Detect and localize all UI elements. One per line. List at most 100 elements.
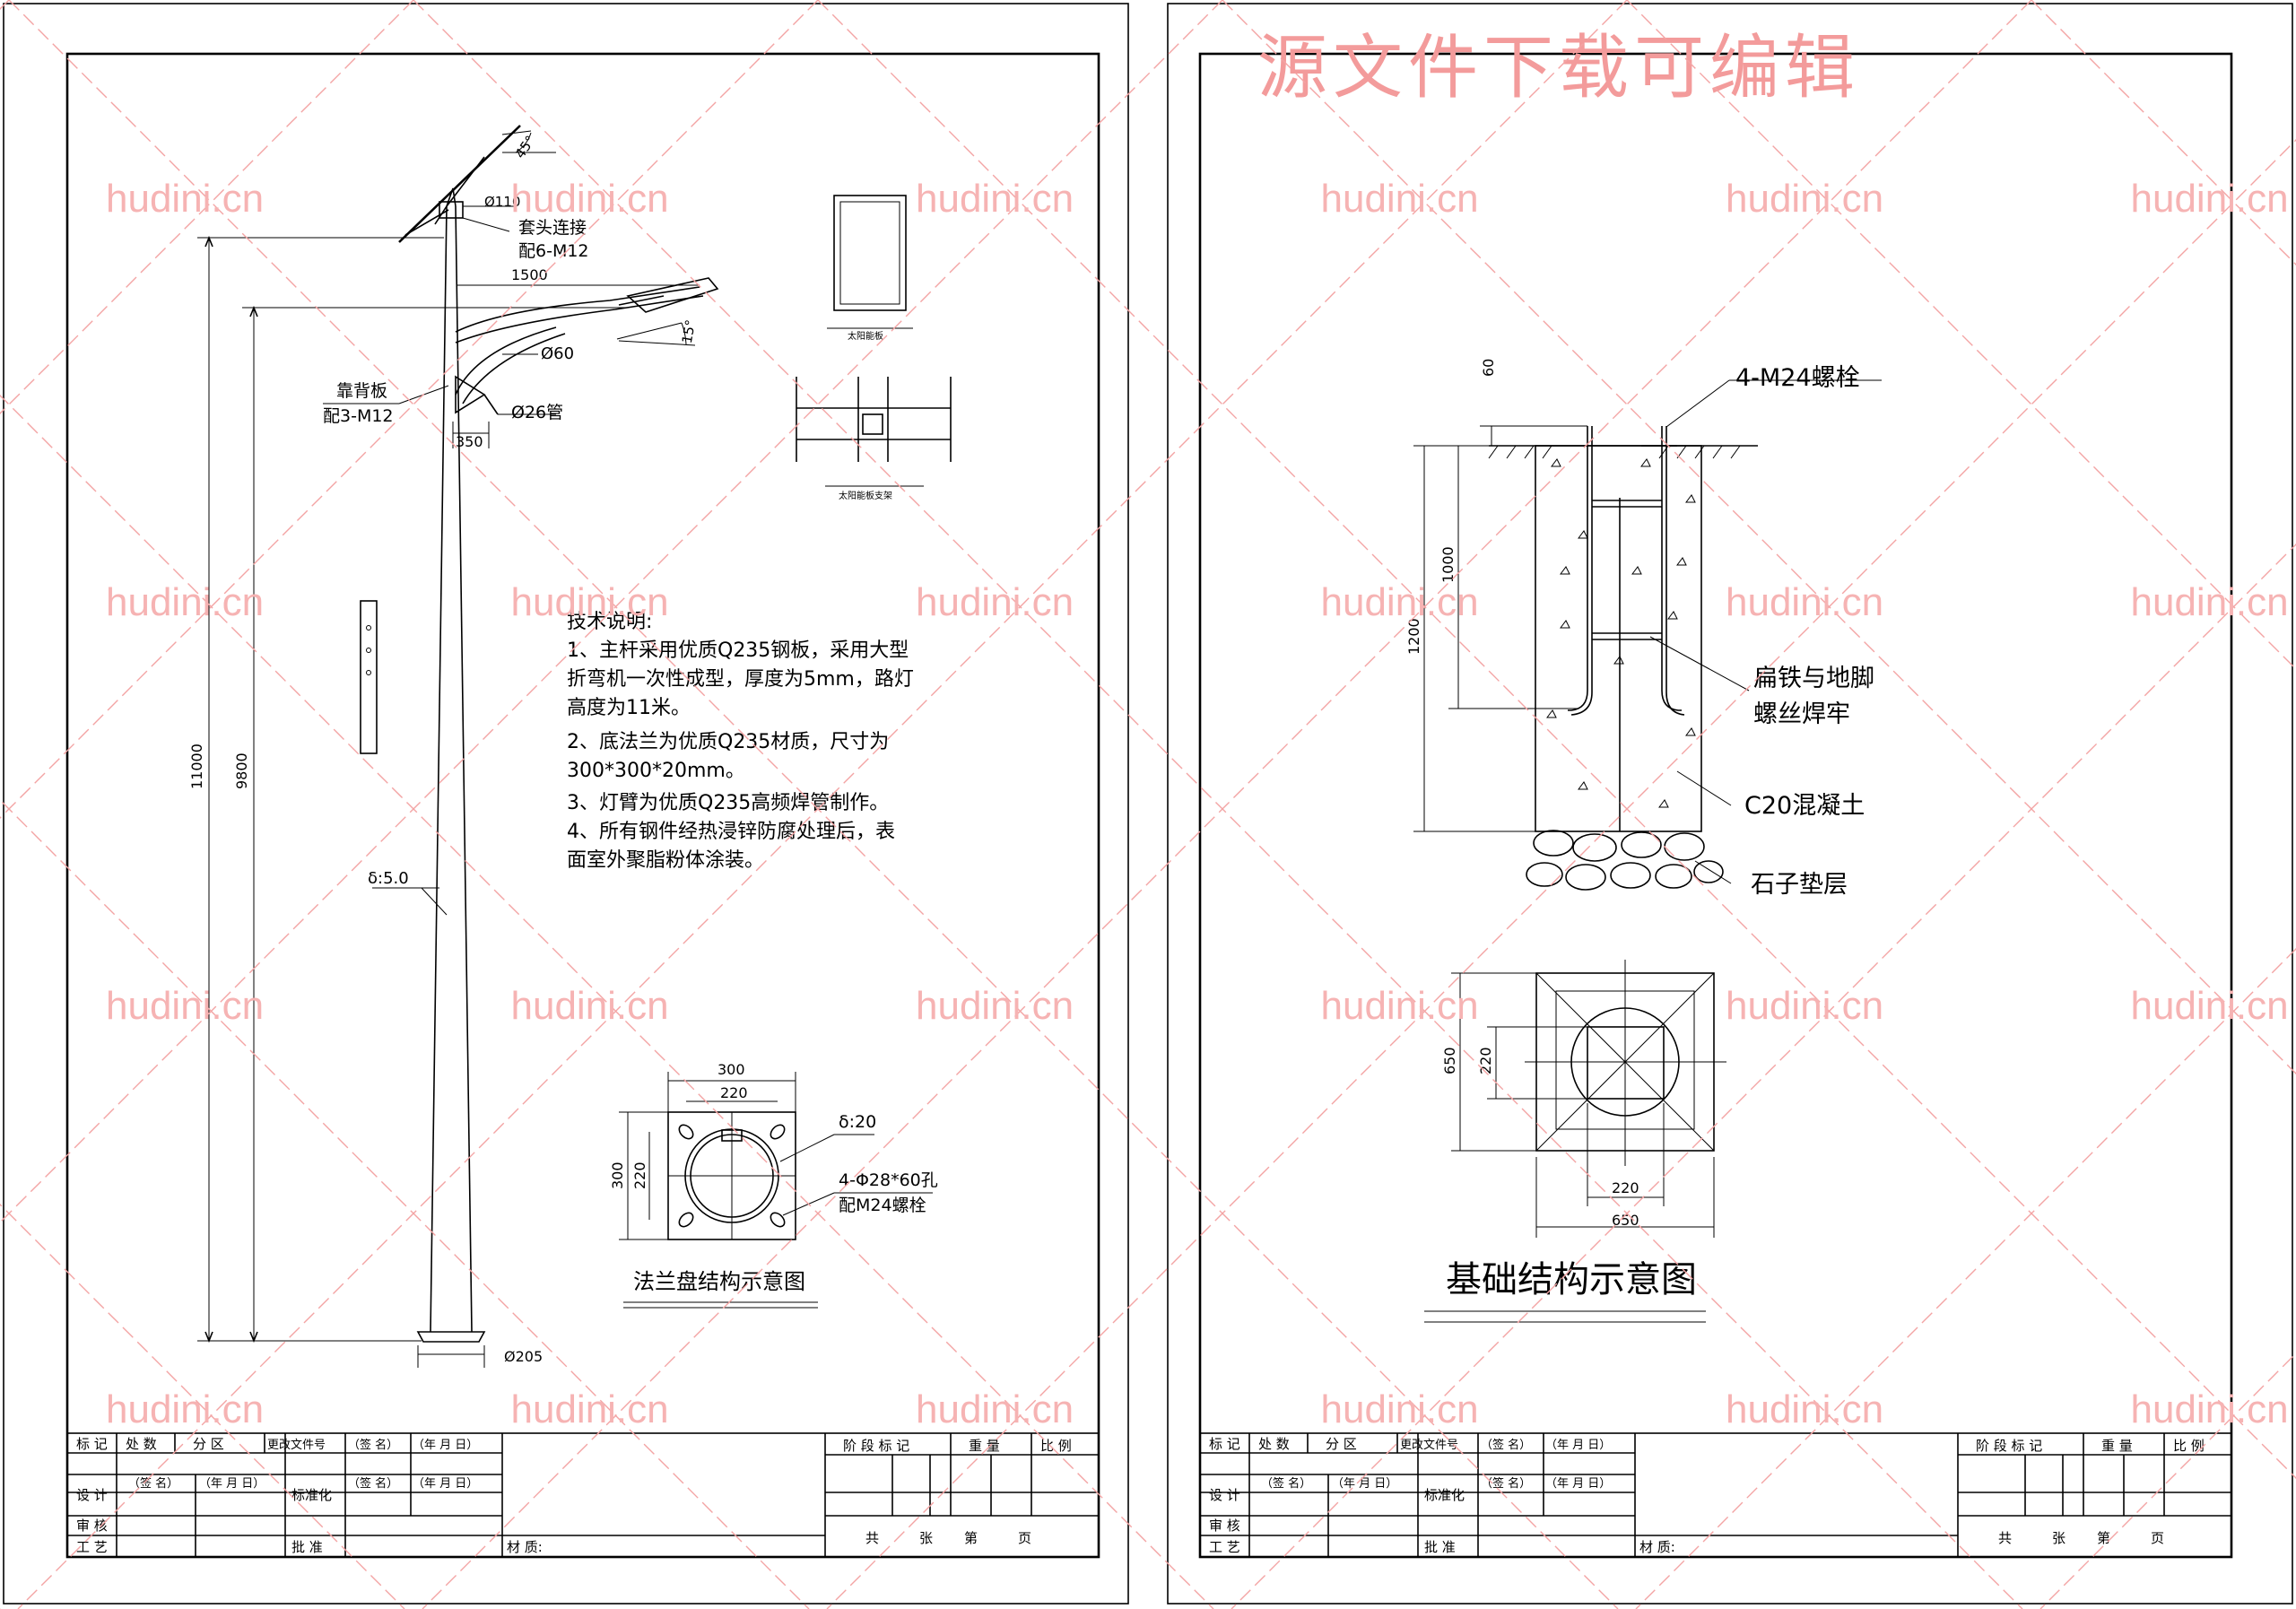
watermark-text: hudini.cn: [106, 580, 264, 624]
watermark-text: hudini.cn: [1726, 984, 1883, 1028]
watermark-text: hudini.cn: [511, 984, 669, 1028]
plan-650-side: 650: [1441, 1047, 1458, 1074]
angle-45-label: 45°: [512, 133, 539, 161]
tb-right-scale: 比 例: [2173, 1438, 2205, 1454]
flange-220-top: 220: [720, 1084, 748, 1101]
tube-label: Ø26管: [511, 403, 563, 422]
watermark-line: [817, 0, 2296, 1479]
watermark-line: [1231, 544, 2296, 1609]
tb-left-design-sign: （签 名）: [128, 1476, 178, 1491]
watermark-line: [1635, 948, 2296, 1609]
flange-caption: 法兰盘结构示意图: [633, 1269, 805, 1294]
plan-220-side: 220: [1477, 1047, 1494, 1074]
dim-1000: 1000: [1439, 546, 1457, 583]
tb-left-stage: 阶 段 标 记: [843, 1438, 909, 1454]
tb-left-date: （年 月 日）: [413, 1439, 478, 1452]
watermark-text: hudini.cn: [1321, 177, 1479, 221]
tb-right-design-date: （年 月 日）: [1332, 1477, 1397, 1491]
tb-right-design: 设 计: [1209, 1487, 1240, 1503]
arm-angle-label: 15°: [679, 318, 699, 344]
tb-left-review: 审 核: [76, 1518, 108, 1534]
watermark-text: hudini.cn: [2131, 1387, 2289, 1431]
offset-350-label: 350: [456, 433, 483, 450]
arm-dia-label: Ø60: [541, 344, 574, 363]
tb-right-stage: 阶 段 标 记: [1976, 1438, 2042, 1454]
dia-110-label: Ø110: [484, 194, 520, 210]
tb-right-standard-sign: （签 名）: [1481, 1476, 1531, 1491]
watermark-line: [17, 0, 1628, 1609]
flange-300-side: 300: [609, 1161, 626, 1189]
tb-left-count: 处 数: [126, 1436, 157, 1452]
tb-left-process: 工 艺: [76, 1539, 108, 1555]
watermark-line: [0, 1204, 405, 1609]
tb-left-weight: 重 量: [969, 1438, 1000, 1454]
watermark-text: hudini.cn: [1321, 1387, 1479, 1431]
weld-label-2: 螺丝焊牢: [1753, 700, 1850, 728]
tb-left-total: 共: [865, 1530, 879, 1546]
tech-note-line-8: 面室外聚脂粉体涂装。: [567, 849, 764, 872]
watermark-line: [422, 0, 2032, 1609]
bracket-label: 太阳能板支架: [839, 490, 892, 501]
tb-left-approve: 批 准: [291, 1539, 323, 1555]
watermark-text: hudini.cn: [1726, 1387, 1883, 1431]
tb-left-design: 设 计: [76, 1487, 108, 1503]
tech-note-line-4: 2、底法兰为优质Q235材质，尺寸为: [567, 731, 889, 753]
watermark-texts: hudini.cn hudini.cn hudini.cn hudini.cn hudi…: [106, 177, 2289, 1431]
tb-left-sign: （签 名）: [348, 1438, 398, 1452]
tb-right-total: 共: [1998, 1530, 2012, 1546]
tb-right-design-sign: （签 名）: [1261, 1476, 1311, 1491]
head-connect-label: 套头连接: [518, 218, 587, 238]
backplate-label: 靠背板: [336, 381, 387, 401]
watermark-text: hudini.cn: [511, 580, 669, 624]
tech-note-line-2: 折弯机一次性成型，厚度为5mm，路灯: [567, 668, 914, 691]
dim-60: 60: [1480, 359, 1497, 377]
watermark-text: hudini.cn: [916, 1387, 1074, 1431]
title-block-left: 标 记 处 数 分 区 更改文件号 （签 名） （年 月 日） 设 计 （签 名…: [66, 1432, 1100, 1558]
tech-notes: 技术说明: 1、主杆采用优质Q235钢板，采用大型 折弯机一次性成型，厚度为5m…: [567, 611, 914, 872]
tb-right-page-no: 第: [2097, 1530, 2110, 1546]
watermark-line: [0, 0, 819, 819]
solar-bracket-view: 太阳能板支架: [796, 377, 952, 501]
wall-label: δ:5.0: [368, 869, 409, 888]
height-arm-label: 9800: [233, 752, 250, 789]
watermark-text: hudini.cn: [106, 177, 264, 221]
arm-length-label: 1500: [511, 266, 548, 283]
watermark-text: hudini.cn: [916, 580, 1074, 624]
watermark-text: hudini.cn: [1726, 177, 1883, 221]
title-watermark: 源文件下载可编辑: [1257, 28, 1860, 109]
tb-right-date: （年 月 日）: [1545, 1439, 1611, 1452]
concrete-label: C20混凝土: [1744, 792, 1865, 820]
watermark-text: hudini.cn: [106, 1387, 264, 1431]
plan-220-bottom: 220: [1612, 1179, 1639, 1196]
tb-right-zone: 分 区: [1326, 1436, 1357, 1452]
gravel-label: 石子垫层: [1751, 871, 1848, 899]
tb-left-standard-date: （年 月 日）: [413, 1477, 478, 1491]
tb-right-change: 更改文件号: [1400, 1439, 1458, 1452]
watermark-text: hudini.cn: [1726, 580, 1883, 624]
foundation-section: 60 1000 1200 4-M24螺栓 扁铁与地脚 螺丝焊牢 C20混凝土 石…: [1405, 359, 1882, 899]
tech-note-line-6: 3、灯臂为优质Q235高频焊管制作。: [567, 792, 889, 814]
watermark-line: [826, 139, 2296, 1609]
solar-panel-view: 太阳能板: [827, 195, 913, 342]
watermark-line: [0, 799, 810, 1609]
watermark-text: hudini.cn: [1321, 984, 1479, 1028]
tech-note-line-3: 高度为11米。: [567, 697, 691, 719]
tb-right-count: 处 数: [1258, 1436, 1290, 1452]
tb-left-mark: 标 记: [76, 1436, 108, 1452]
watermark-text: hudini.cn: [2131, 580, 2289, 624]
head-bolts-label: 配6-M12: [518, 241, 589, 261]
weld-label-1: 扁铁与地脚: [1753, 665, 1874, 692]
base-dia-label: Ø205: [504, 1348, 543, 1365]
tb-right-standard-date: （年 月 日）: [1545, 1477, 1611, 1491]
panel-label: 太阳能板: [848, 330, 883, 342]
watermark-line: [2039, 1352, 2296, 1609]
tb-right-sign: （签 名）: [1481, 1438, 1531, 1452]
watermark-text: hudini.cn: [511, 1387, 669, 1431]
tb-right-weight: 重 量: [2101, 1438, 2133, 1454]
flange-plan: 300 220 300 220 δ:20 4-Φ28*60孔 配M24螺栓 法兰…: [609, 1061, 938, 1309]
sheet-borders: [3, 3, 2293, 1605]
tech-note-line-7: 4、所有钢件经热浸锌防腐处理后，表: [567, 821, 895, 843]
tb-right-review: 审 核: [1209, 1518, 1240, 1534]
